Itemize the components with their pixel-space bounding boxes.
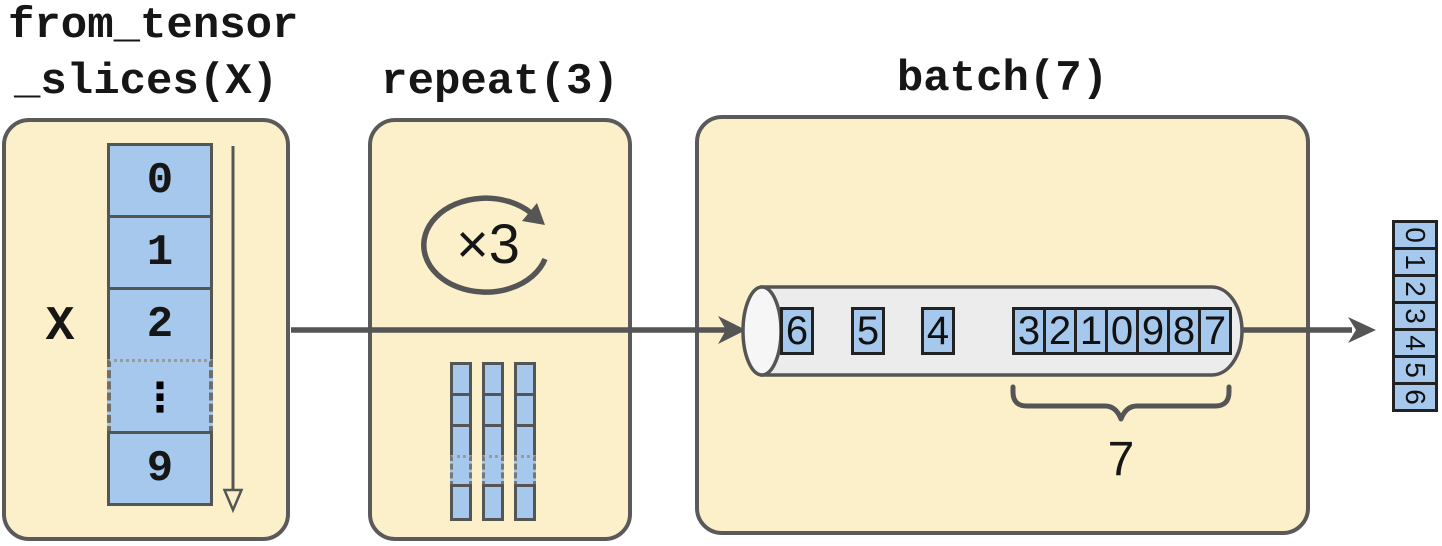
- tensor-cell: 0: [107, 143, 213, 218]
- output-cell: 1: [1392, 247, 1438, 277]
- x-tensor-column: 0 1 2 ⋮ 9: [107, 143, 213, 506]
- batch-item: 7: [1198, 307, 1232, 355]
- output-cell: 2: [1392, 274, 1438, 304]
- from-tensor-title-line2: _slices(X): [14, 57, 279, 107]
- queue-item: 4: [921, 307, 955, 355]
- mini-cell: [514, 424, 536, 458]
- tensor-cell: 2: [107, 287, 213, 362]
- repeat-title: repeat(3): [381, 57, 619, 107]
- output-cell: 3: [1392, 301, 1438, 331]
- x-tensor-label: X: [45, 300, 75, 354]
- repeat-count-label: ×3: [456, 212, 520, 275]
- mini-cell: [450, 484, 472, 521]
- batch-group: 3 2 1 0 9 8 7: [1012, 307, 1232, 355]
- output-digit: 4: [1399, 335, 1431, 351]
- mini-cell-ellipsis: [514, 455, 536, 487]
- mini-cell: [514, 484, 536, 521]
- mini-cell-ellipsis: [482, 455, 504, 487]
- mini-cell-ellipsis: [450, 455, 472, 487]
- mini-dataset-column: [450, 362, 472, 521]
- output-digit: 0: [1399, 227, 1431, 243]
- tensor-cell-ellipsis: ⋮: [107, 359, 213, 434]
- batch-item: 8: [1167, 307, 1201, 355]
- queue-item: 6: [780, 307, 814, 355]
- mini-cell: [450, 393, 472, 427]
- batch-item: 2: [1043, 307, 1077, 355]
- output-digit: 3: [1399, 308, 1431, 324]
- mini-cell: [450, 424, 472, 458]
- mini-dataset-column: [514, 362, 536, 521]
- output-digit: 1: [1399, 254, 1431, 270]
- from-tensor-title-line1: from_tensor: [8, 1, 299, 51]
- mini-cell: [482, 393, 504, 427]
- queue-item: 5: [851, 307, 885, 355]
- mini-cell: [514, 362, 536, 396]
- batch-title: batch(7): [896, 54, 1109, 104]
- output-cell: 5: [1392, 355, 1438, 385]
- output-cell: 4: [1392, 328, 1438, 358]
- batch-item: 0: [1105, 307, 1139, 355]
- mini-cell: [482, 484, 504, 521]
- batch-size-label: 7: [1107, 433, 1135, 486]
- mini-cell: [450, 362, 472, 396]
- output-digit: 2: [1399, 281, 1431, 297]
- tensor-cell: 1: [107, 215, 213, 290]
- output-digit: 5: [1399, 362, 1431, 378]
- output-batch-column: 0 1 2 3 4 5 6: [1392, 220, 1438, 412]
- mini-cell: [482, 362, 504, 396]
- output-cell: 6: [1392, 382, 1438, 412]
- batch-item: 3: [1012, 307, 1046, 355]
- mini-cell: [482, 424, 504, 458]
- output-cell: 0: [1392, 220, 1438, 250]
- tensor-cell: 9: [107, 431, 213, 506]
- batch-item: 1: [1074, 307, 1108, 355]
- mini-dataset-column: [482, 362, 504, 521]
- output-digit: 6: [1399, 389, 1431, 405]
- mini-cell: [514, 393, 536, 427]
- batch-item: 9: [1136, 307, 1170, 355]
